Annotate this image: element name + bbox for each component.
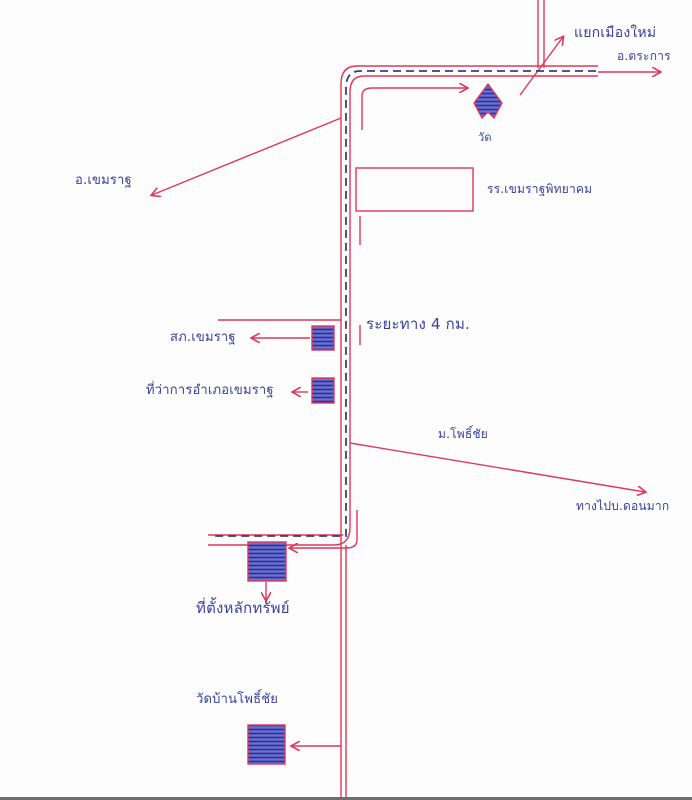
label-school: รร.เขมราฐพิทยาคม bbox=[487, 182, 593, 196]
label-location-site: ที่ตั้งหลักทรัพย์ bbox=[196, 599, 290, 617]
label-to-don-mak: ทางไปบ.ดอนมาก bbox=[576, 499, 670, 513]
label-wat-ban-pho-chai: วัดบ้านโพธิ์ชัย bbox=[196, 692, 279, 707]
hatched-square-icon bbox=[311, 325, 335, 351]
bottom-edge bbox=[0, 797, 692, 800]
label-temple: วัด bbox=[478, 131, 492, 144]
label-district-office: ที่ว่าการอำเภอเขมราฐ bbox=[146, 383, 274, 398]
label-distance-note: ระยะทาง 4 กม. bbox=[366, 315, 471, 333]
center-dashes bbox=[212, 70, 596, 537]
main-road bbox=[208, 65, 598, 800]
hatched-square-icon bbox=[247, 541, 287, 582]
diamond-hatched-icon bbox=[473, 82, 503, 120]
label-to-tha-kan: อ.ตระการ bbox=[617, 49, 671, 63]
hatched-square-icon bbox=[247, 724, 286, 765]
hatched-square-icon bbox=[311, 377, 335, 404]
side-roads bbox=[152, 88, 645, 746]
label-to-khemmarat: อ.เขมราฐ bbox=[75, 173, 132, 188]
top-roads bbox=[519, 0, 660, 96]
label-police-station: สภ.เขมราฐ bbox=[170, 330, 236, 345]
label-junction-mueang-mai: แยกเมืองใหม่ bbox=[574, 25, 657, 41]
label-road-village: ม.โพธิ์ชัย bbox=[438, 427, 488, 441]
